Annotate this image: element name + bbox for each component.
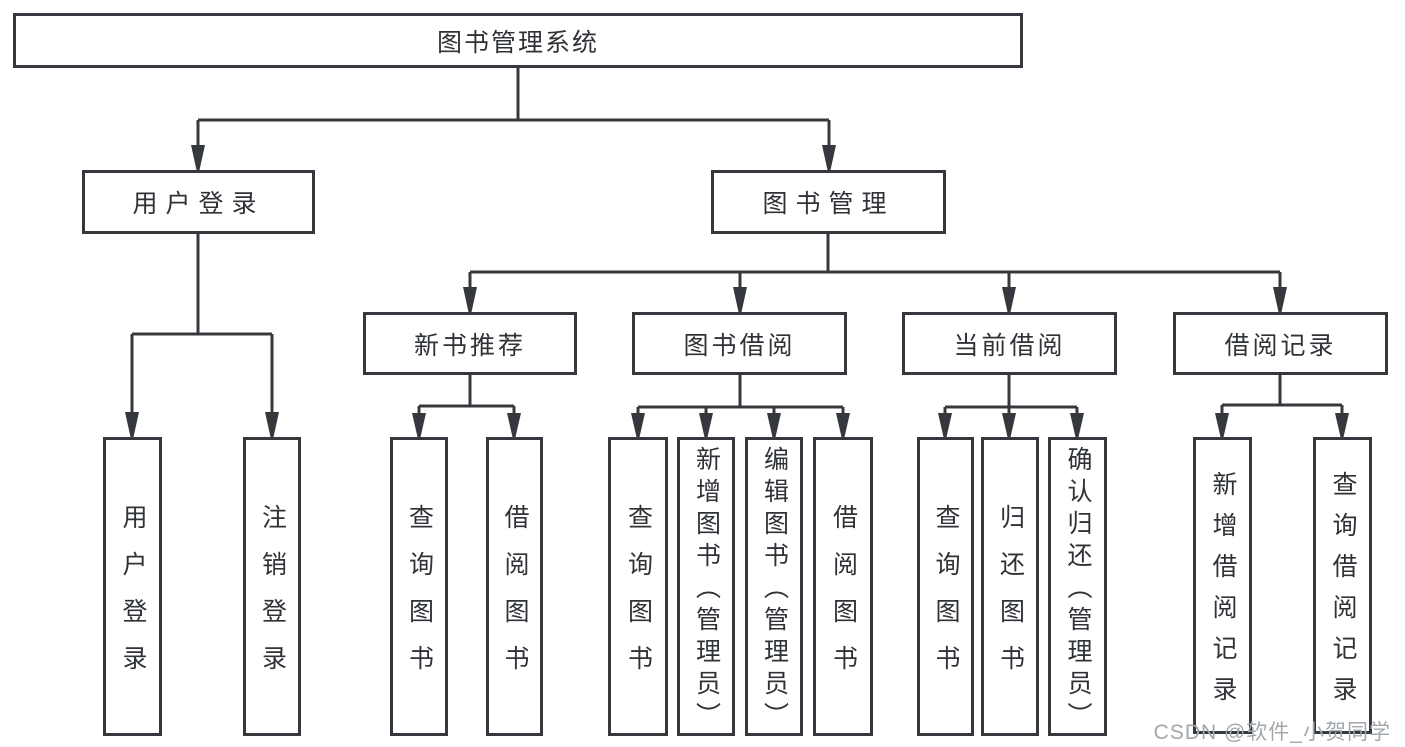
arrowhead-icons [125,145,1349,437]
leaf-add-borrow-record: 新增借阅记录 [1193,437,1252,734]
node-label: 图书管理系统 [436,28,599,57]
node-label: 当前借阅 [953,331,1066,360]
node-label: 借阅记录 [1224,331,1337,360]
leaf-edit-book-admin: 编辑图书（管理员） [745,437,803,736]
leaf-label: 借阅图书 [829,503,858,692]
leaf-label: 查询图书 [932,503,960,692]
leaf-label: 查询图书 [405,503,434,692]
leaf-label: 新增图书（管理员） [692,446,721,734]
node-label: 图书管理 [762,190,895,218]
leaf-query-books-current: 查询图书 [917,437,974,736]
leaf-label: 注销登录 [258,503,287,692]
node-label: 新书推荐 [413,331,526,360]
node-book-borrowing: 图书借阅 [632,312,847,375]
node-root-library-system: 图书管理系统 [13,13,1023,68]
node-book-management: 图书管理 [711,170,946,234]
watermark-text: CSDN @软件_小贺同学 [1153,721,1391,744]
leaf-borrow-books: 借阅图书 [813,437,873,736]
leaf-query-books-recommend: 查询图书 [390,437,448,736]
node-borrowing-records: 借阅记录 [1173,312,1388,375]
leaf-label: 用户登录 [119,503,147,692]
node-label: 用户登录 [132,190,265,218]
leaf-label: 查询借阅记录 [1329,470,1357,717]
leaf-label: 编辑图书（管理员） [760,446,789,734]
leaf-query-borrow-record: 查询借阅记录 [1313,437,1372,734]
leaf-return-book: 归还图书 [981,437,1039,736]
node-user-login: 用户登录 [82,170,315,234]
leaf-query-books-borrowing: 查询图书 [608,437,668,736]
leaf-label: 归还图书 [996,503,1025,692]
leaf-logout: 注销登录 [243,437,301,736]
node-new-book-recommend: 新书推荐 [363,312,577,375]
leaf-confirm-return-admin: 确认归还（管理员） [1048,437,1107,736]
leaf-label: 确认归还（管理员） [1064,446,1092,734]
leaf-borrow-books-recommend: 借阅图书 [486,437,543,736]
leaf-user-login: 用户登录 [103,437,162,736]
leaf-add-book-admin: 新增图书（管理员） [677,437,735,736]
leaf-label: 借阅图书 [501,503,529,692]
leaf-label: 新增借阅记录 [1209,470,1237,717]
node-current-borrowing: 当前借阅 [902,312,1117,375]
node-label: 图书借阅 [683,331,796,360]
leaf-label: 查询图书 [624,503,653,692]
